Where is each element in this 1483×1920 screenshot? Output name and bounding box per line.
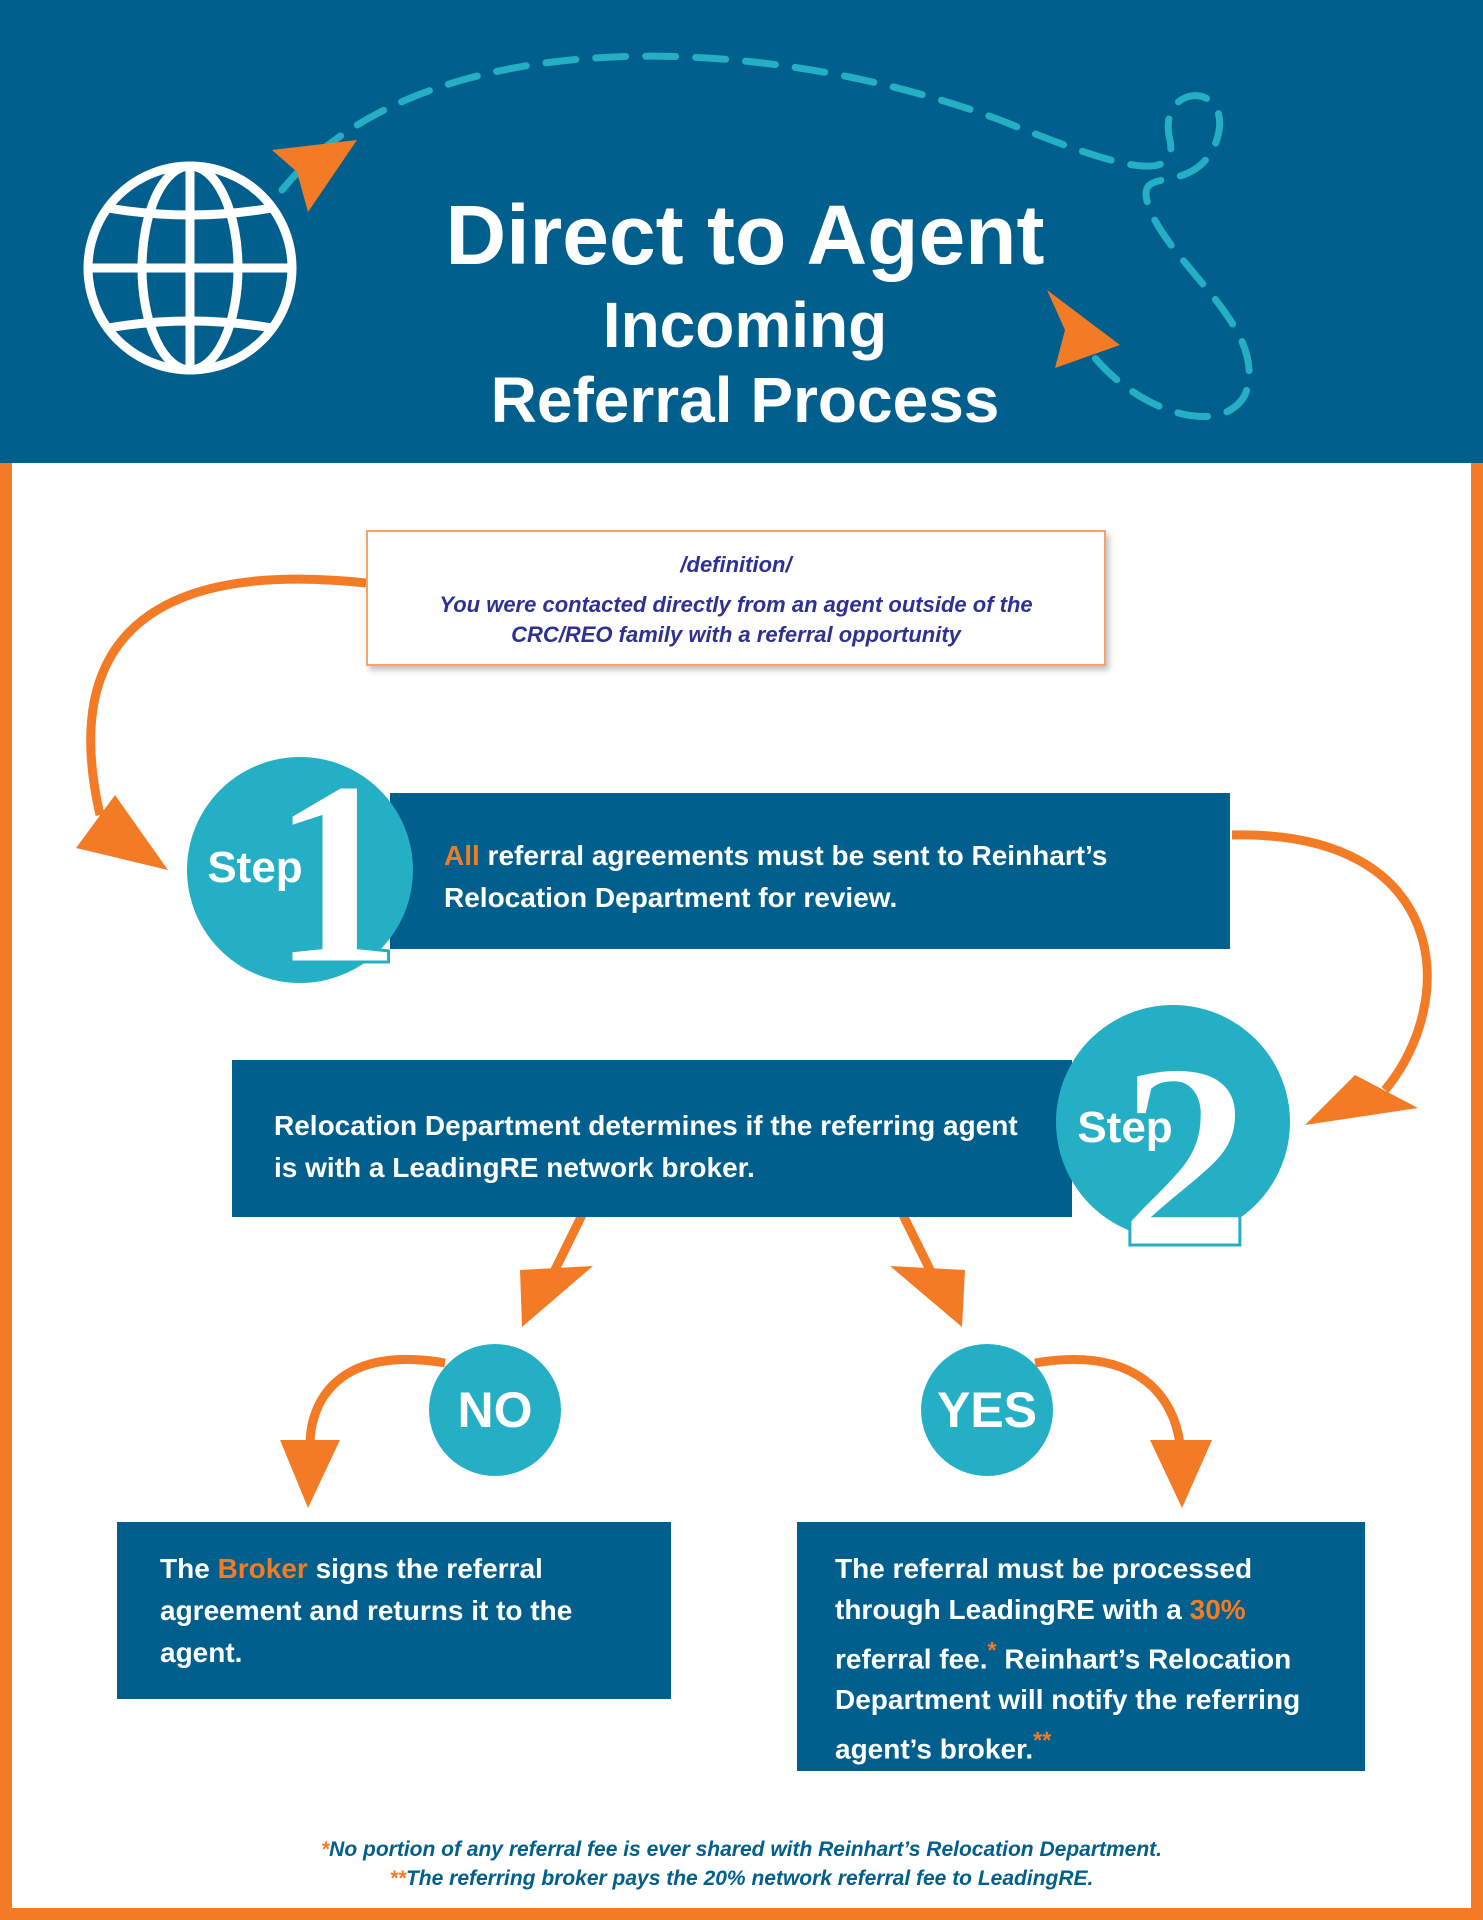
page-frame	[0, 463, 1483, 1920]
no-result-box: The Broker signs the referral agreement …	[117, 1522, 671, 1699]
flow-arrow	[1034, 1355, 1185, 1446]
no-highlight: Broker	[217, 1553, 308, 1584]
flow-arrow	[305, 1355, 446, 1446]
flow-arrow	[1231, 830, 1432, 1093]
step2-number: 2	[1119, 1010, 1252, 1303]
step1-text-rest: referral agreements must be sent to Rein…	[444, 840, 1108, 913]
footnote-1-mark: *	[320, 1838, 330, 1861]
footnote-2: **The referring broker pays the 20% netw…	[0, 1867, 1483, 1891]
page-subtitle-line1: Incoming	[602, 289, 888, 361]
footnote-2-text: The referring broker pays the 20% networ…	[405, 1867, 1094, 1890]
page-subtitle-line2: Referral Process	[490, 364, 1000, 436]
arrow-head-icon	[76, 795, 168, 870]
footnote-mark: **	[1033, 1727, 1052, 1754]
footnote-1-text: No portion of any referral fee is ever s…	[329, 1838, 1162, 1861]
step1-number: 1	[270, 727, 403, 1020]
definition-label: /definition/	[680, 552, 792, 577]
arrow-head-icon	[272, 140, 357, 212]
yes-highlight: 30%	[1189, 1594, 1246, 1625]
yes-label: YES	[936, 1382, 1038, 1438]
arrow-head-icon	[1305, 1075, 1418, 1125]
page-title: Direct to Agent	[445, 188, 1045, 282]
step2-text: Relocation Department determines if the …	[274, 1110, 1018, 1183]
definition-box: /definition/ You were contacted directly…	[366, 530, 1106, 666]
no-text-before: The	[160, 1553, 218, 1584]
arrow-head-icon	[280, 1440, 340, 1508]
arrow-head-icon	[890, 1266, 965, 1327]
yes-result-box: The referral must be processed through L…	[797, 1522, 1365, 1771]
definition-text: You were contacted directly from an agen…	[439, 592, 1033, 647]
flow-arrow	[86, 574, 367, 817]
yes-result-text: The referral must be processed through L…	[835, 1548, 1345, 1770]
arrow-head-icon	[1150, 1440, 1212, 1508]
yes-text-after: Reinhart’s Relocation Department will no…	[835, 1643, 1301, 1765]
flight-path	[278, 52, 1253, 420]
no-text-after: signs the referral agreement and returns…	[160, 1553, 573, 1668]
no-result-text: The Broker signs the referral agreement …	[160, 1548, 630, 1674]
arrow-head-icon	[520, 1266, 593, 1327]
yes-circle	[921, 1344, 1053, 1476]
step2-box: Relocation Department determines if the …	[232, 1060, 1072, 1217]
header-banner	[0, 0, 1483, 463]
step1-text: All referral agreements must be sent to …	[444, 835, 1230, 919]
step1-word: Step	[207, 843, 303, 892]
yes-text-before: The referral must be processed through L…	[835, 1553, 1253, 1625]
step1-highlight: All	[444, 840, 480, 871]
step1-box: All referral agreements must be sent to …	[390, 793, 1230, 949]
globe-icon	[83, 161, 297, 375]
no-circle	[429, 1344, 561, 1476]
arrow-head-icon	[1047, 290, 1120, 368]
footnote-mark: *	[987, 1637, 997, 1663]
step2-word: Step	[1077, 1103, 1173, 1152]
no-label: NO	[457, 1382, 533, 1438]
footnote-1: *No portion of any referral fee is ever …	[0, 1838, 1483, 1862]
footnote-2-mark: **	[389, 1867, 406, 1890]
yes-text-middle: referral fee.	[835, 1643, 988, 1675]
